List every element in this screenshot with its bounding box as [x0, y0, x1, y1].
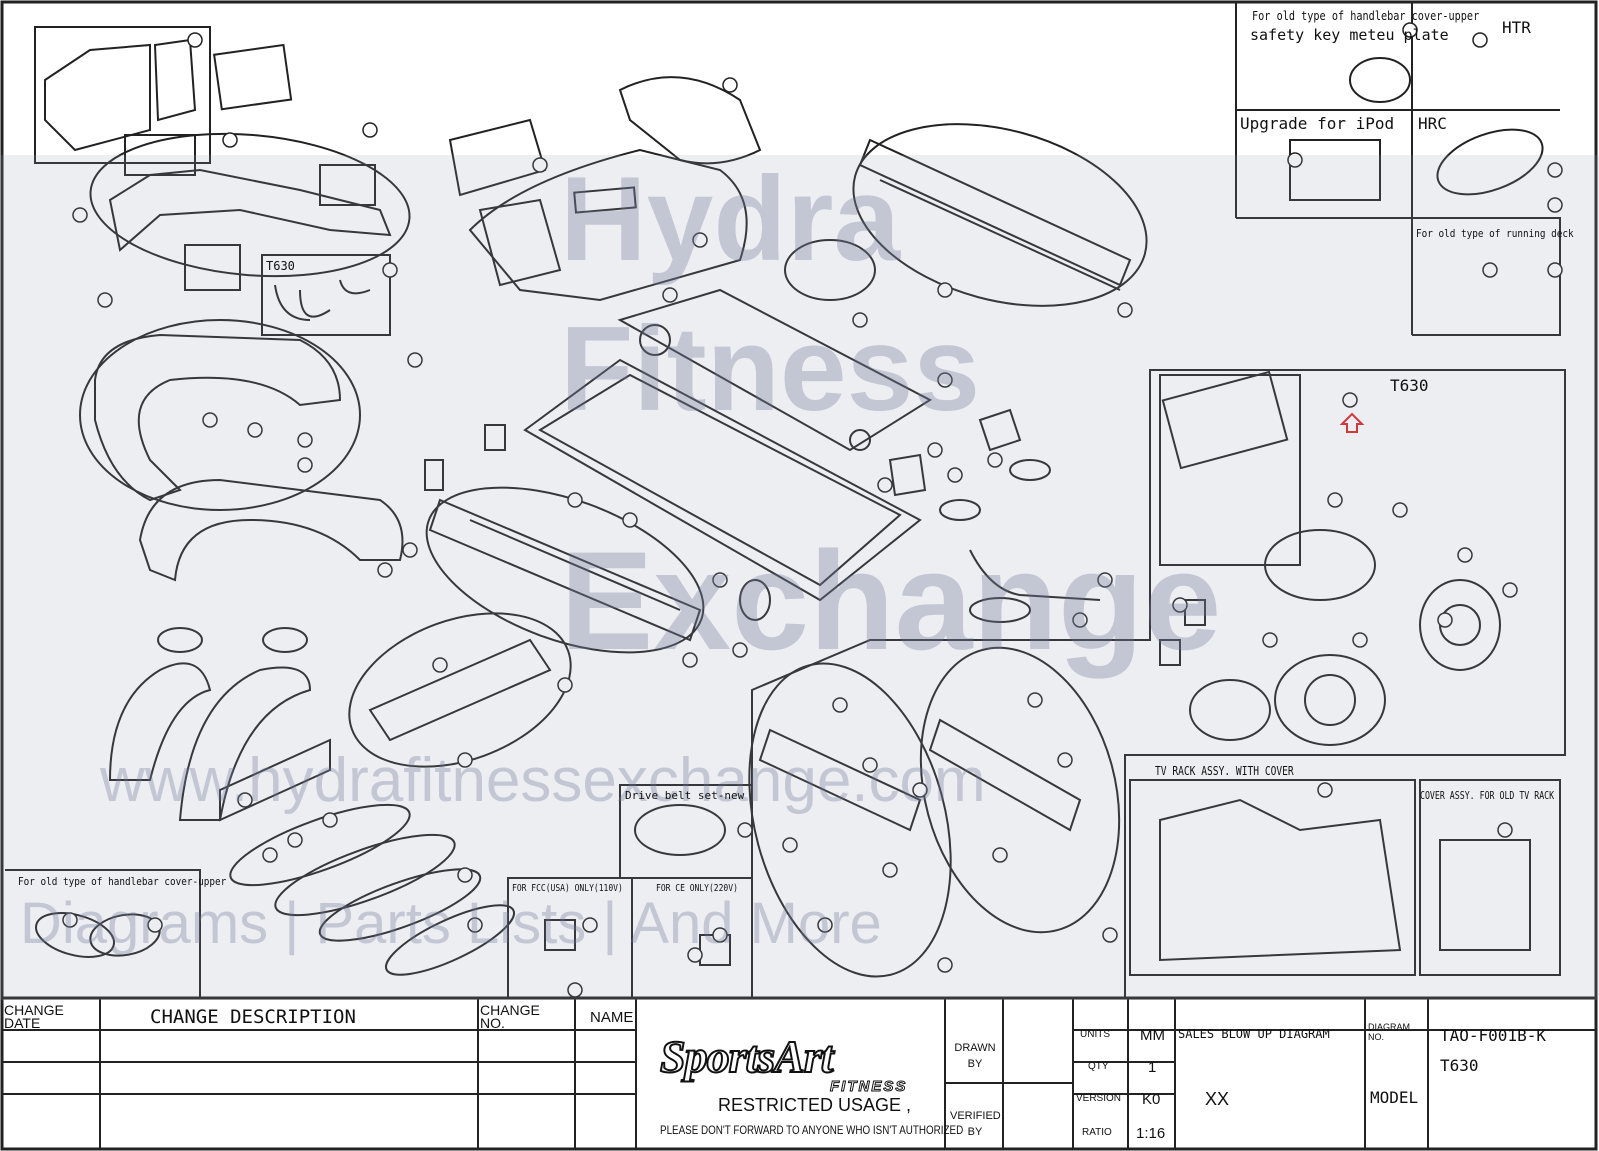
version-label: VERSION — [1076, 1093, 1122, 1104]
units-value: MM — [1140, 1027, 1165, 1044]
qty-value: 1 — [1148, 1059, 1157, 1076]
ratio-value: 1:16 — [1136, 1125, 1166, 1142]
drive-belt-caption: Drive belt set-new — [625, 789, 745, 802]
t630-console-caption: T630 — [1390, 376, 1429, 395]
ce-caption: FOR CE ONLY(220V) — [656, 883, 738, 894]
sportsart-logo: SportsArt — [659, 1030, 835, 1083]
model-value: T630 — [1440, 1056, 1479, 1075]
hrc-caption: HRC — [1418, 114, 1447, 133]
old-handlebar-caption: For old type of handlebar cover-upper — [18, 875, 227, 888]
name-header: NAME — [590, 1009, 634, 1026]
change-no-header: CHANGE NO. — [480, 1002, 540, 1031]
units-label: UNITS — [1080, 1029, 1110, 1040]
tv-rack-caption: TV RACK ASSY. WITH COVER — [1155, 764, 1294, 778]
restricted-usage-line-1: RESTRICTED USAGE , — [718, 1095, 912, 1115]
htr-caption: HTR — [1502, 18, 1531, 37]
upgrade-ipod-caption: Upgrade for iPod — [1240, 114, 1395, 133]
change-description-header: CHANGE DESCRIPTION — [150, 1006, 356, 1028]
sales-blow-up-value: XX — [1205, 1089, 1230, 1109]
sportsart-logo-sub: FITNESS — [829, 1078, 908, 1096]
qty-label: QTY — [1088, 1061, 1109, 1072]
model-label: MODEL — [1370, 1088, 1419, 1107]
safety-key-caption-1: For old type of handlebar cover-upper — [1252, 9, 1480, 23]
ratio-label: RATIO — [1082, 1127, 1112, 1138]
diagram-no-label: DIAGRAM NO. — [1368, 1022, 1411, 1042]
restricted-usage-line-2: PLEASE DON'T FORWARD TO ANYONE WHO ISN'T… — [660, 1123, 964, 1137]
diagram-no-value: TAO-F001B-K — [1440, 1026, 1546, 1045]
cover-old-tv-rack-caption: COVER ASSY. FOR OLD TV RACK — [1420, 789, 1555, 802]
t630-handles-caption: T630 — [266, 259, 295, 273]
sales-blow-up-label: SALES BLOW UP DIAGRAM — [1178, 1027, 1330, 1041]
version-value: K0 — [1142, 1091, 1161, 1108]
change-date-header: CHANGE DATE — [4, 1002, 64, 1031]
verified-by-label: VERIFIED BY — [950, 1110, 1001, 1138]
old-running-deck-caption: For old type of running deck — [1416, 227, 1574, 240]
drawn-by-label: DRAWN BY — [954, 1042, 996, 1070]
safety-key-caption-2: safety key meteu plate — [1250, 26, 1449, 44]
fcc-caption: FOR FCC(USA) ONLY(110V) — [512, 883, 623, 894]
